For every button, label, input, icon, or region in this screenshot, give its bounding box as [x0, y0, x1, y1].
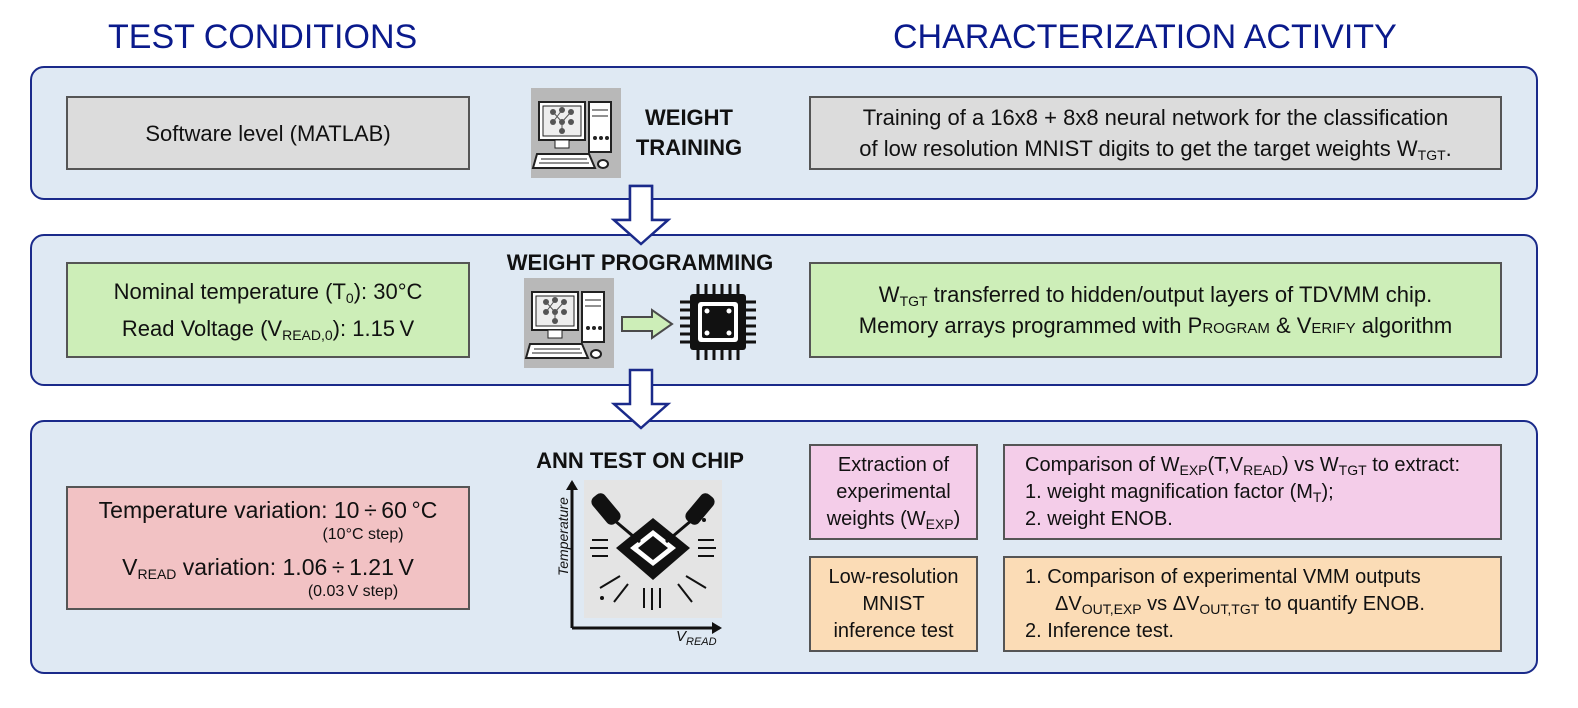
condition-variation: Temperature variation: 10 ÷ 60 °C (10°C …	[66, 486, 470, 610]
vmm-comparison-box: 1. Comparison of experimental VMM output…	[1003, 556, 1502, 652]
header-characterization-activity: CHARACTERIZATION ACTIVITY	[893, 18, 1397, 56]
down-arrow-icon	[610, 184, 672, 246]
temperature-vread-axes	[566, 480, 722, 634]
comparison-weights-box: Comparison of WEXP(T,VREAD) vs WTGT to e…	[1003, 444, 1502, 540]
computer-network-icon	[531, 88, 621, 178]
chip-probe-icon	[584, 480, 722, 618]
mnist-inference-box: Low-resolution MNIST inference test	[809, 556, 978, 652]
extraction-box: Extraction of experimental weights (WEXP…	[809, 444, 978, 540]
header-test-conditions: TEST CONDITIONS	[108, 18, 418, 56]
activity-programming: WTGT transferred to hidden/output layers…	[809, 262, 1502, 358]
arrow-right-icon	[621, 308, 674, 340]
stage-ann-test: ANN TEST ON CHIP	[536, 448, 744, 473]
chip-icon	[680, 284, 756, 360]
axis-x-label: VREAD	[676, 628, 717, 648]
computer-network-icon	[524, 278, 614, 368]
stage-weight-programming: WEIGHT PROGRAMMING	[506, 250, 774, 275]
stage-weight-training: WEIGHT TRAINING	[635, 105, 743, 160]
condition-software-level: Software level (MATLAB)	[66, 96, 470, 170]
down-arrow-icon	[610, 368, 672, 430]
activity-training: Training of a 16x8 + 8x8 neural network …	[809, 96, 1502, 170]
condition-nominal: Nominal temperature (T0): 30°C Read Volt…	[66, 262, 470, 358]
